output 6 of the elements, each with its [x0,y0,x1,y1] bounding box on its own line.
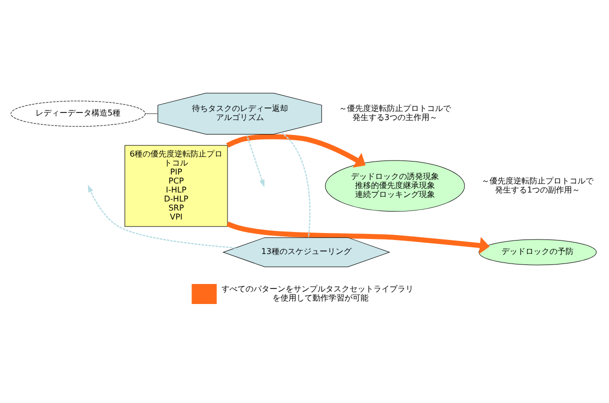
arrow [88,184,236,248]
connector [145,113,158,114]
arrow [226,222,490,254]
connector [280,132,310,238]
arrow [246,134,264,188]
arrow [226,134,366,168]
